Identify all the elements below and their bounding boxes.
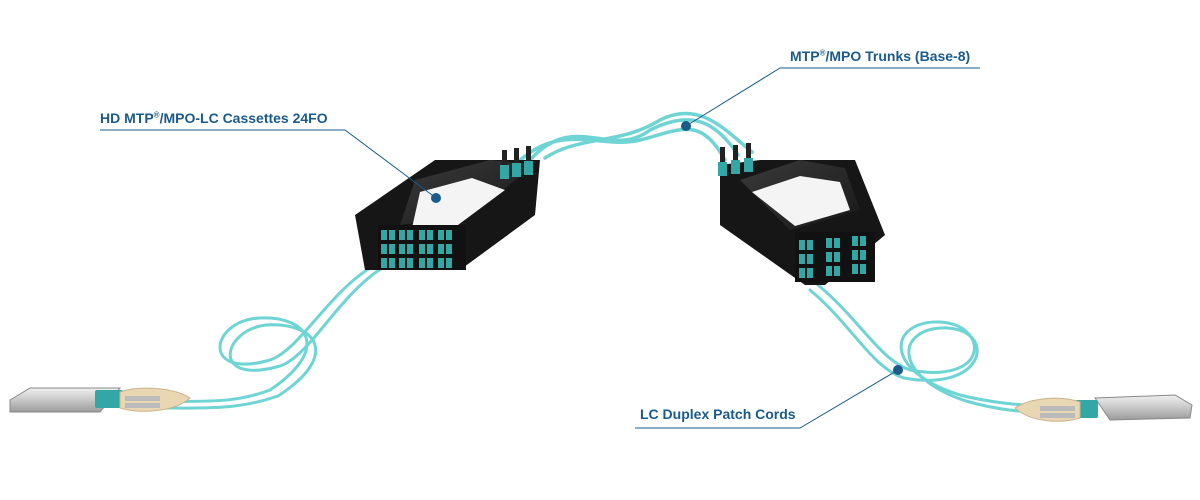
mtp-trunk-cables bbox=[513, 111, 754, 167]
cassettes-leader-dot bbox=[431, 193, 441, 203]
left-fiber-cassette bbox=[355, 146, 540, 270]
left-mtp-connectors bbox=[500, 146, 533, 179]
left-cassette-label-plate bbox=[412, 178, 505, 228]
right-qsfp-transceiver-icon bbox=[1014, 394, 1193, 422]
trunks-callout-suffix: /MPO Trunks (Base-8) bbox=[825, 48, 971, 64]
right-lc-patch-cord bbox=[808, 283, 1062, 416]
patch-cords-callout: LC Duplex Patch Cords bbox=[640, 406, 796, 422]
left-qsfp-transceiver-icon bbox=[9, 387, 191, 413]
cassettes-callout-suffix: /MPO-LC Cassettes 24FO bbox=[159, 110, 328, 126]
right-lc-port-array bbox=[799, 236, 866, 278]
trunks-callout-sup: ® bbox=[819, 48, 826, 58]
trunks-callout: MTP®/MPO Trunks (Base-8) bbox=[790, 48, 970, 64]
trunks-callout-prefix: MTP bbox=[790, 48, 820, 64]
patch-cords-callout-text: LC Duplex Patch Cords bbox=[640, 406, 796, 422]
cassettes-callout-sup: ® bbox=[153, 110, 160, 120]
left-lc-port-array bbox=[381, 230, 452, 268]
right-cassette-label-plate bbox=[752, 176, 850, 226]
right-mtp-connectors bbox=[718, 143, 753, 176]
left-lc-patch-cord bbox=[158, 263, 384, 410]
cassettes-callout: HD MTP®/MPO-LC Cassettes 24FO bbox=[100, 110, 328, 126]
trunks-leader-dot bbox=[681, 121, 691, 131]
patch-cords-leader-dot bbox=[893, 365, 903, 375]
cassettes-callout-prefix: HD MTP bbox=[100, 110, 154, 126]
callout-leaders bbox=[100, 67, 980, 429]
right-fiber-cassette bbox=[718, 143, 885, 285]
